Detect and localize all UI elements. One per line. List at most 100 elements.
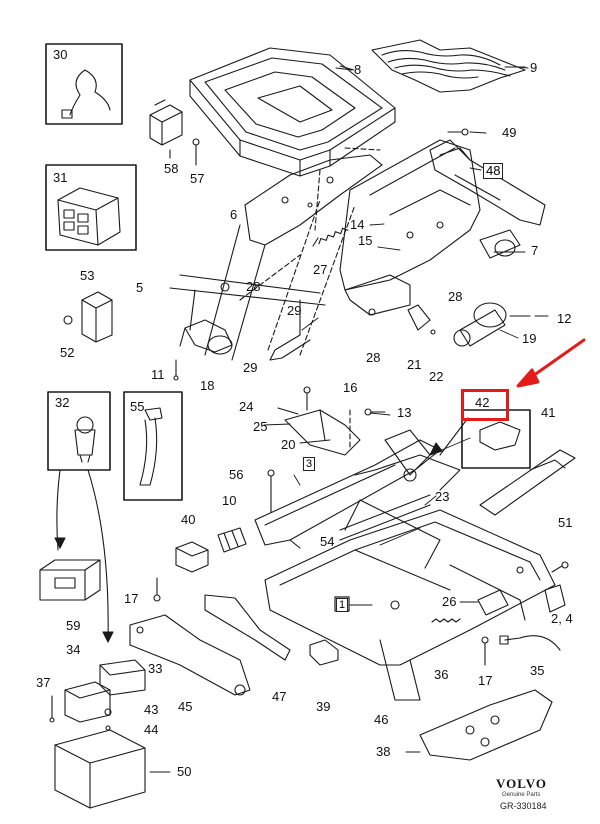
- part-label-52: 52: [60, 345, 75, 360]
- lower-rods: [169, 274, 326, 361]
- part-label-35: 35: [530, 663, 545, 678]
- part-label-17b: 17: [478, 673, 493, 688]
- motor-18: [179, 319, 233, 355]
- part-label-34: 34: [66, 642, 81, 657]
- lower-frame-46: [264, 499, 556, 701]
- trim-47: [204, 594, 291, 661]
- cover-40: [175, 541, 209, 573]
- part-label-2-4: 2, 4: [551, 611, 573, 626]
- inset-frame-55: [123, 391, 183, 501]
- screw-49: [447, 128, 469, 136]
- part-label-21: 21: [407, 357, 422, 372]
- switch-panel-38: [419, 689, 553, 761]
- part-label-58: 58: [164, 161, 179, 176]
- part-label-48: 48: [483, 163, 504, 179]
- part-label-9: 9: [530, 60, 538, 75]
- part-label-28b: 28: [448, 289, 463, 304]
- part-label-56: 56: [229, 467, 244, 482]
- part-label-30: 30: [53, 47, 68, 62]
- sleeve-10: [217, 527, 247, 553]
- part-label-39: 39: [316, 699, 331, 714]
- part-label-22: 22: [429, 369, 444, 384]
- seat-cushion-frame: [189, 47, 396, 177]
- part-label-29a: 29: [287, 303, 302, 318]
- part-label-44: 44: [144, 722, 159, 737]
- part-label-51: 51: [558, 515, 573, 530]
- part-label-12: 12: [557, 311, 572, 326]
- part-label-8: 8: [354, 62, 362, 77]
- bracket-21: [344, 274, 436, 335]
- part-label-23: 23: [435, 489, 450, 504]
- part-label-32: 32: [55, 395, 70, 410]
- connector-31: [57, 187, 121, 246]
- screw-17a: [153, 577, 161, 602]
- brand-subtitle: Genuine Parts: [502, 792, 541, 798]
- part-label-19: 19: [522, 331, 537, 346]
- control-unit-50: [54, 729, 146, 809]
- part-label-27: 27: [313, 262, 328, 277]
- part-label-15: 15: [358, 233, 373, 248]
- bracket-53: [63, 291, 113, 343]
- inset-frame-30: [45, 43, 123, 125]
- part-label-14: 14: [350, 217, 365, 232]
- module-59: [39, 559, 101, 601]
- part-label-11: 11: [151, 367, 165, 382]
- part-label-13: 13: [397, 405, 412, 420]
- dashed-assembly-lines: [239, 147, 381, 451]
- brand-logo: VOLVO: [496, 776, 547, 791]
- part-label-54: 54: [320, 534, 335, 549]
- part-label-17a: 17: [124, 591, 139, 606]
- bracket-2-4: [544, 584, 566, 613]
- part-label-55: 55: [130, 399, 145, 414]
- screw-57: [192, 138, 200, 166]
- part-label-5: 5: [136, 280, 144, 295]
- screws-37-43-44: [49, 695, 112, 731]
- inset-frame-31: [45, 164, 137, 251]
- bolt-56: [267, 469, 275, 513]
- part-label-50: 50: [177, 764, 192, 779]
- strap-55: [139, 407, 163, 486]
- part-label-59: 59: [66, 618, 81, 633]
- part-label-18: 18: [200, 378, 215, 393]
- spring-mat: [371, 39, 526, 93]
- inset-frame-32: [47, 391, 111, 471]
- part-label-24: 24: [239, 399, 254, 414]
- part-label-38: 38: [376, 744, 391, 759]
- module-33: [99, 659, 146, 696]
- part-label-25: 25: [253, 419, 268, 434]
- spring-36: [431, 618, 461, 623]
- harness-30: [61, 69, 111, 119]
- part-label-33: 33: [148, 661, 163, 676]
- part-label-29b: 29: [243, 360, 258, 375]
- module-34: [64, 681, 111, 723]
- part-label-20: 20: [281, 437, 296, 452]
- part-label-1: 1: [336, 598, 349, 612]
- cap-42: [479, 421, 521, 451]
- part-label-3: 3: [303, 457, 316, 471]
- highlight-arrow: [516, 338, 586, 388]
- cable-35: [499, 635, 561, 651]
- part-label-26: 26: [442, 594, 457, 609]
- motor-19: [453, 302, 531, 347]
- drawing-code: GR-330184: [500, 801, 547, 811]
- leader-lines: [149, 66, 549, 773]
- rail-54: [339, 494, 431, 541]
- part-label-10: 10: [222, 493, 237, 508]
- clip-32: [56, 416, 109, 641]
- clip-39: [309, 639, 339, 666]
- part-label-46: 46: [374, 712, 389, 727]
- frame-7: [339, 139, 521, 291]
- part-label-37: 37: [36, 675, 51, 690]
- trim-41: [479, 449, 576, 516]
- part-label-53: 53: [80, 268, 95, 283]
- inset-frame-42: [461, 409, 531, 469]
- part-label-49: 49: [502, 125, 517, 140]
- highlight-box-42: [461, 389, 509, 421]
- latch-assembly: [277, 386, 386, 456]
- part-label-47: 47: [272, 689, 287, 704]
- part-label-28c: 28: [366, 350, 381, 365]
- cover-45: [129, 614, 251, 696]
- screw-51: [551, 561, 569, 573]
- part-label-57: 57: [190, 171, 205, 186]
- part-label-16: 16: [343, 380, 358, 395]
